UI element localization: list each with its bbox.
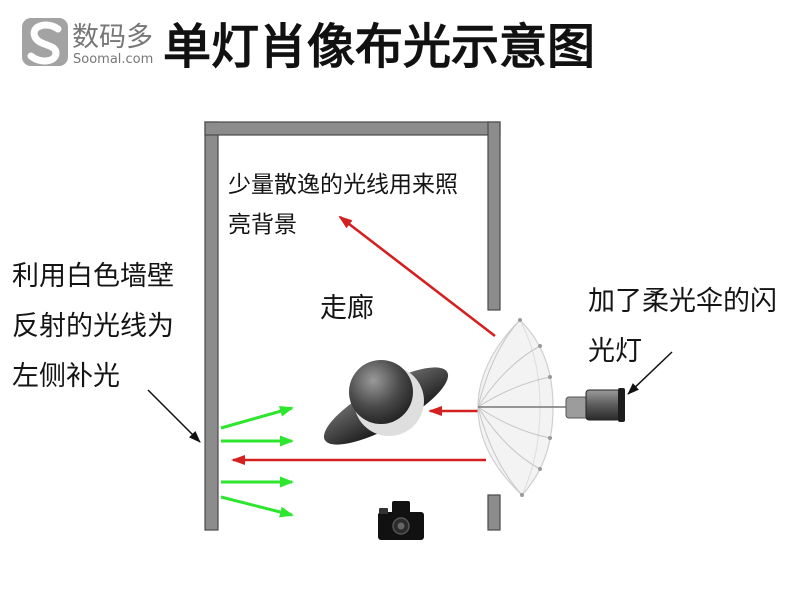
flash-head-icon (565, 388, 625, 422)
corridor-label: 走廊 (320, 293, 374, 324)
right-wall-upper (487, 121, 501, 311)
camera-grip-top (379, 508, 388, 514)
fill-light-ray-1 (220, 405, 294, 430)
logo-domain: Soomal.com (73, 52, 153, 67)
wall-fill-note-line-3: 左侧补光 (12, 361, 120, 392)
umbrella-rib-tips (518, 318, 552, 497)
wall-fill-note-line-1: 利用白色墙壁 (12, 261, 174, 292)
flash-note-line-1: 加了柔光伞的闪 (588, 286, 777, 317)
flash-head (585, 389, 621, 421)
wall-fill-note-line-2: 反射的光线为 (12, 311, 174, 342)
camera-lens-glass (397, 522, 405, 530)
right-wall-lower (487, 494, 501, 531)
background-light-note-line-1: 少量散逸的光线用来照 (228, 172, 458, 198)
shoot-through-umbrella-icon (477, 318, 568, 497)
flash-note-line-2: 光灯 (588, 336, 642, 367)
page-title: 单灯肖像布光示意图 (163, 19, 595, 75)
room-walls (204, 121, 501, 531)
camera-icon (378, 501, 424, 540)
logo-s-mark (27, 21, 62, 65)
subject-head (349, 360, 413, 424)
person-top-view-icon (323, 360, 449, 445)
logo: 数码多 Soomal.com (22, 18, 153, 67)
background-light-note-line-2: 亮背景 (228, 212, 297, 238)
flash-note-pointer-arrow (627, 351, 673, 395)
stray-light-ray (338, 215, 496, 338)
left-wall (204, 121, 219, 531)
camera-prism (392, 501, 410, 514)
flash-back-plate (618, 388, 625, 422)
wall-note-pointer-arrow (147, 389, 201, 443)
logo-name-cn: 数码多 (72, 22, 153, 53)
top-wall (204, 121, 501, 136)
flash-body (565, 396, 589, 419)
fill-light-ray-4 (220, 495, 294, 518)
